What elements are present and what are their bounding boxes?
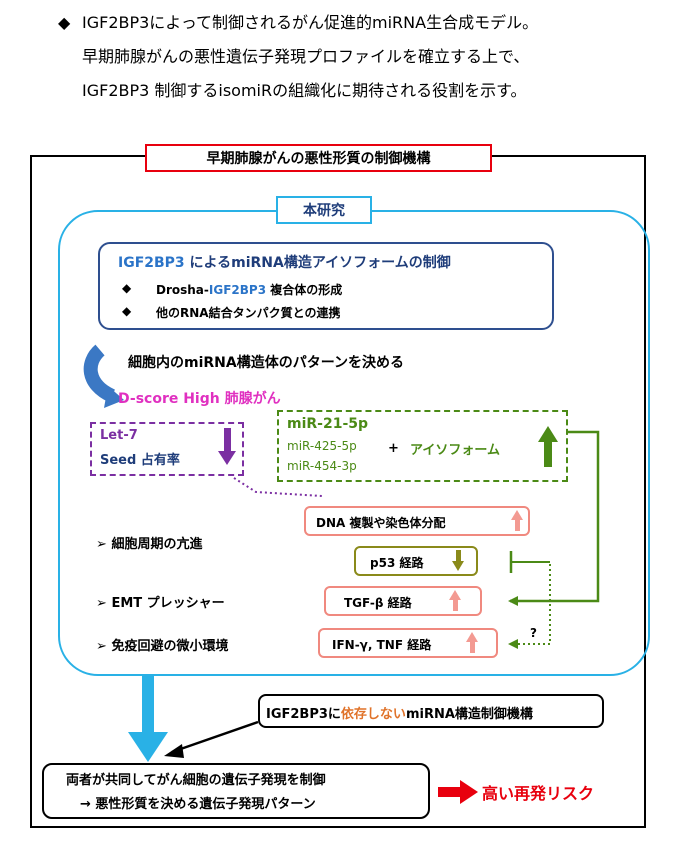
mir-425: miR-425-5p [287, 439, 357, 453]
igf2bp3-regulation-box [98, 242, 554, 330]
p53-down-arrow-icon [452, 561, 464, 571]
dna-pathway-box [304, 506, 530, 536]
igf2bp3-title-gene: IGF2BP3 [118, 255, 185, 271]
pattern-text: 細胞内のmiRNA構造体のパターンを決める [128, 355, 405, 371]
ifn-pathway: IFN-γ, TNF 経路 [332, 638, 432, 652]
independent-a: IGF2BP3に [266, 707, 341, 722]
tgf-up-arrow-body [453, 599, 458, 611]
down-arrow-body [142, 676, 154, 732]
header-bullet: ◆ [58, 13, 71, 32]
plus-sign: + [388, 441, 399, 456]
diamond-1: ◆ [122, 281, 132, 295]
header-line-2: 早期肺腺がんの悪性遺伝子発現プロファイルを確立する上で、 [82, 47, 530, 66]
down-arrow-head [128, 732, 168, 762]
tgf-pathway-box [324, 586, 482, 616]
risk-arrow-head [460, 780, 478, 804]
risk-text: 高い再発リスク [482, 784, 595, 803]
igf2bp3-title: IGF2BP3 によるmiRNA構造アイソフォームの制御 [118, 252, 451, 272]
p53-pathway: p53 経路 [370, 556, 424, 570]
mir-454: miR-454-3p [287, 459, 357, 473]
independent-arrow-head [164, 744, 184, 758]
cell-cycle-effect: ➢ 細胞周期の亢進 [96, 533, 202, 552]
independent-c: miRNA構造制御機構 [405, 707, 533, 722]
let7-seed: Seed 占有率 [100, 453, 180, 468]
let7-box [90, 422, 244, 476]
igf2bp3-title-rest: によるmiRNA構造アイソフォームの制御 [184, 255, 451, 271]
emt-label: EMT プレッシャー [111, 596, 225, 611]
dna-up-arrow-body [515, 519, 520, 531]
curve-arrow-body [83, 344, 116, 403]
drosha-text: Drosha- [156, 283, 209, 297]
drosha-gene: IGF2BP3 [208, 283, 267, 297]
ifn-up-arrow-body [470, 641, 475, 653]
study-label-box: 本研究 [276, 196, 372, 224]
independent-box [258, 694, 604, 728]
marker-icon: ➢ [96, 639, 107, 654]
p53-pathway-box [354, 546, 478, 576]
header-line-1: IGF2BP3によって制御されるがん促進的miRNA生合成モデル。 [82, 13, 539, 32]
result-line-1: 両者が共同してがん細胞の遺伝子発現を制御 [66, 773, 326, 788]
let7-label: Let-7 [100, 428, 138, 443]
immune-effect: ➢ 免疫回避の微小環境 [96, 635, 228, 654]
cell-cycle-label: 細胞周期の亢進 [111, 537, 203, 552]
frame-title-box: 早期肺腺がんの悪性形質の制御機構 [145, 144, 492, 172]
independent-text: IGF2BP3に依存しないmiRNA構造制御機構 [266, 703, 533, 722]
mir-up-arrow-body [544, 441, 552, 467]
isoform-text: アイソフォーム [410, 443, 500, 458]
p53-down-arrow-body [456, 550, 461, 562]
marker-icon: ➢ [96, 596, 107, 611]
ifn-up-arrow-icon [466, 632, 478, 642]
curve-arrow-head [104, 386, 124, 408]
mir-21: miR-21-5p [287, 416, 369, 432]
mir-box [277, 410, 568, 482]
immune-label: 免疫回避の微小環境 [111, 639, 229, 654]
mir-up-arrow-icon [538, 426, 558, 442]
dna-pathway: DNA 複製や染色体分配 [316, 516, 446, 530]
independent-arrow-line [171, 720, 259, 754]
risk-arrow-body [438, 787, 460, 797]
dna-up-arrow-icon [511, 510, 523, 520]
let7-down-arrow-body [224, 428, 231, 452]
drosha-bullet: Drosha-IGF2BP3 複合体の形成 [156, 281, 342, 298]
tgf-pathway: TGF-β 経路 [344, 596, 412, 610]
result-box [42, 763, 430, 819]
let7-dna-dotted-line [233, 477, 323, 497]
let7-down-arrow-icon [218, 451, 236, 465]
independent-b: 依存しない [340, 707, 406, 722]
ifn-pathway-box [318, 628, 498, 658]
frame-title: 早期肺腺がんの悪性形質の制御機構 [206, 151, 431, 167]
marker-icon: ➢ [96, 537, 107, 552]
question-mark: ? [530, 626, 537, 640]
diamond-2: ◆ [122, 304, 132, 318]
dscore-text: D-score High 肺腺がん [118, 391, 281, 407]
emt-effect: ➢ EMT プレッシャー [96, 592, 225, 611]
drosha-rest: 複合体の形成 [266, 283, 343, 297]
mir-to-tgf-arrow [508, 430, 600, 606]
tgf-up-arrow-icon [449, 590, 461, 600]
study-label: 本研究 [303, 203, 345, 219]
result-line-2: → 悪性形質を決める遺伝子発現パターン [80, 797, 316, 812]
rbp-bullet: 他のRNA結合タンパク質との連携 [156, 306, 341, 320]
header-line-3: IGF2BP3 制御するisomiRの組織化に期待される役割を示す。 [82, 81, 527, 100]
